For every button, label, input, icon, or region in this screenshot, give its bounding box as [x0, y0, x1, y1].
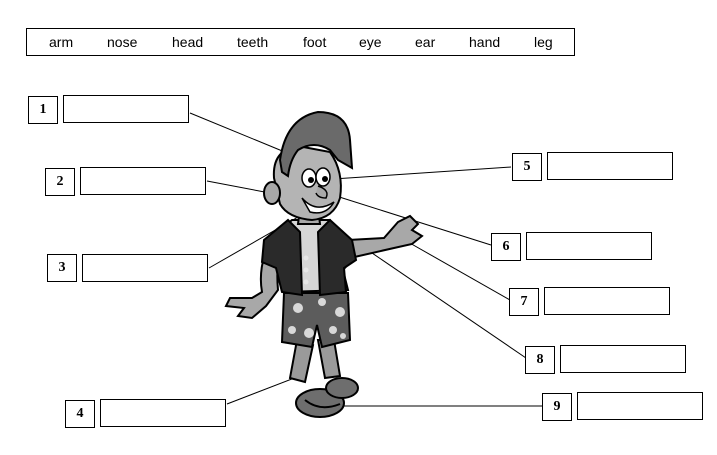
label-number-8: 8: [525, 346, 555, 374]
answer-field-7[interactable]: [544, 287, 670, 315]
answer-field-4[interactable]: [100, 399, 226, 427]
label-number-2: 2: [45, 168, 75, 196]
label-number-3: 3: [47, 254, 77, 282]
word-bank-item: arm: [49, 34, 74, 50]
answer-field-3[interactable]: [82, 254, 208, 282]
label-number-4: 4: [65, 400, 95, 428]
answer-field-5[interactable]: [547, 152, 673, 180]
label-number-6: 6: [491, 233, 521, 261]
word-bank: arm nose head teeth foot eye ear hand le…: [26, 28, 575, 56]
answer-field-1[interactable]: [63, 95, 189, 123]
answer-field-2[interactable]: [80, 167, 206, 195]
leader-lines: [189, 112, 542, 407]
word-bank-item: leg: [534, 34, 553, 50]
word-bank-item: foot: [303, 34, 327, 50]
word-bank-item: hand: [469, 34, 501, 50]
word-bank-item: nose: [107, 34, 138, 50]
word-bank-item: ear: [415, 34, 436, 50]
word-bank-item: head: [172, 34, 204, 50]
label-number-9: 9: [542, 393, 572, 421]
answer-field-8[interactable]: [560, 345, 686, 373]
answer-field-9[interactable]: [577, 392, 703, 420]
word-bank-item: teeth: [237, 34, 269, 50]
label-number-1: 1: [28, 96, 58, 124]
answer-field-6[interactable]: [526, 232, 652, 260]
label-number-5: 5: [512, 153, 542, 181]
word-bank-item: eye: [359, 34, 382, 50]
label-number-7: 7: [509, 288, 539, 316]
